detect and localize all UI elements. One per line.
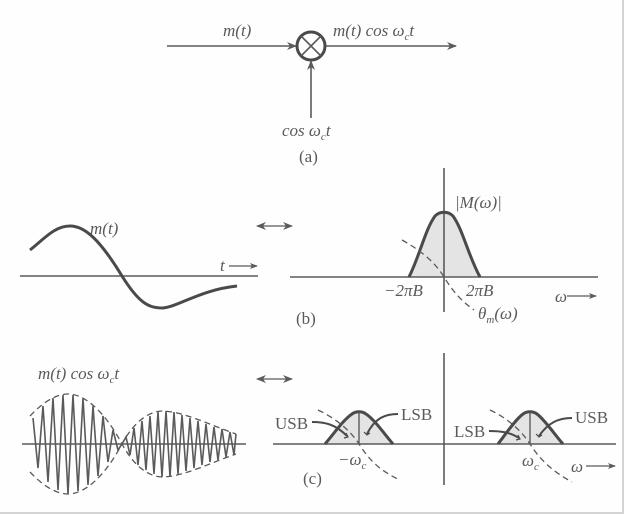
carrier-label-sub: c [320,131,326,143]
panel-c-time-plot [22,393,246,495]
magnitude-label: |M(ω)| [455,193,502,212]
right-lsb-pointer [488,430,520,439]
neg-phase-curve [317,409,401,481]
modulated-label-end: t [114,364,120,383]
carrier-label: cos ωct [282,121,331,143]
panel-b-time-plot [20,224,258,310]
message-waveform [29,224,238,310]
message-label: m(t) [90,219,119,238]
left-usb-pointer [311,421,348,437]
output-label-sub: c [404,31,410,43]
modulated-label-sub: c [109,374,115,386]
output-label: m(t) cos ωct [333,21,415,43]
left-usb-label: USB [275,414,309,433]
magnitude-spectrum-curve [407,210,482,278]
phase-label-main: θ [478,304,487,323]
left-lsb-pointer [366,413,399,435]
pos-carrier-label: ωc [522,451,539,473]
caption-b: (b) [296,309,316,328]
pos-phase-curve [489,409,573,483]
right-lsb-label: LSB [454,422,486,441]
phase-label-sub: m [486,314,495,326]
pos-bandwidth-tick: 2πB [466,281,494,300]
pos-band-curve [496,410,565,445]
right-usb-pointer [538,417,573,437]
modulated-label-main: m(t) cos ω [38,364,110,383]
neg-carrier-main: −ω [338,450,362,469]
modulated-carrier-waveform [32,394,237,495]
carrier-label-end: t [325,121,331,140]
caption-a: (a) [299,147,318,166]
omega-label-c: ω [571,457,584,476]
omega-label-b: ω [555,287,568,306]
panel-a-block-diagram [167,30,457,118]
pos-carrier-sub: c [534,461,539,473]
left-lsb-label: LSB [401,405,433,424]
pos-carrier-main: ω [522,451,535,470]
neg-carrier-sub: c [361,460,367,472]
carrier-label-main: cos ω [282,121,321,140]
input-label: m(t) [223,21,252,40]
phase-label: θm(ω) [478,304,518,326]
panel-c-spectrum-plot [273,353,616,485]
neg-bandwidth-tick: −2πB [384,281,423,300]
phase-label-end: (ω) [494,304,518,323]
modulated-label: m(t) cos ωct [38,364,120,386]
output-label-main: m(t) cos ω [333,21,405,40]
t-axis-label: t [220,256,225,275]
caption-c: (c) [303,469,322,488]
neg-carrier-label: −ωc [338,450,366,472]
panel-b-spectrum-plot [290,168,598,312]
output-label-end: t [409,21,415,40]
right-usb-label: USB [575,408,609,427]
lower-envelope [29,442,237,495]
